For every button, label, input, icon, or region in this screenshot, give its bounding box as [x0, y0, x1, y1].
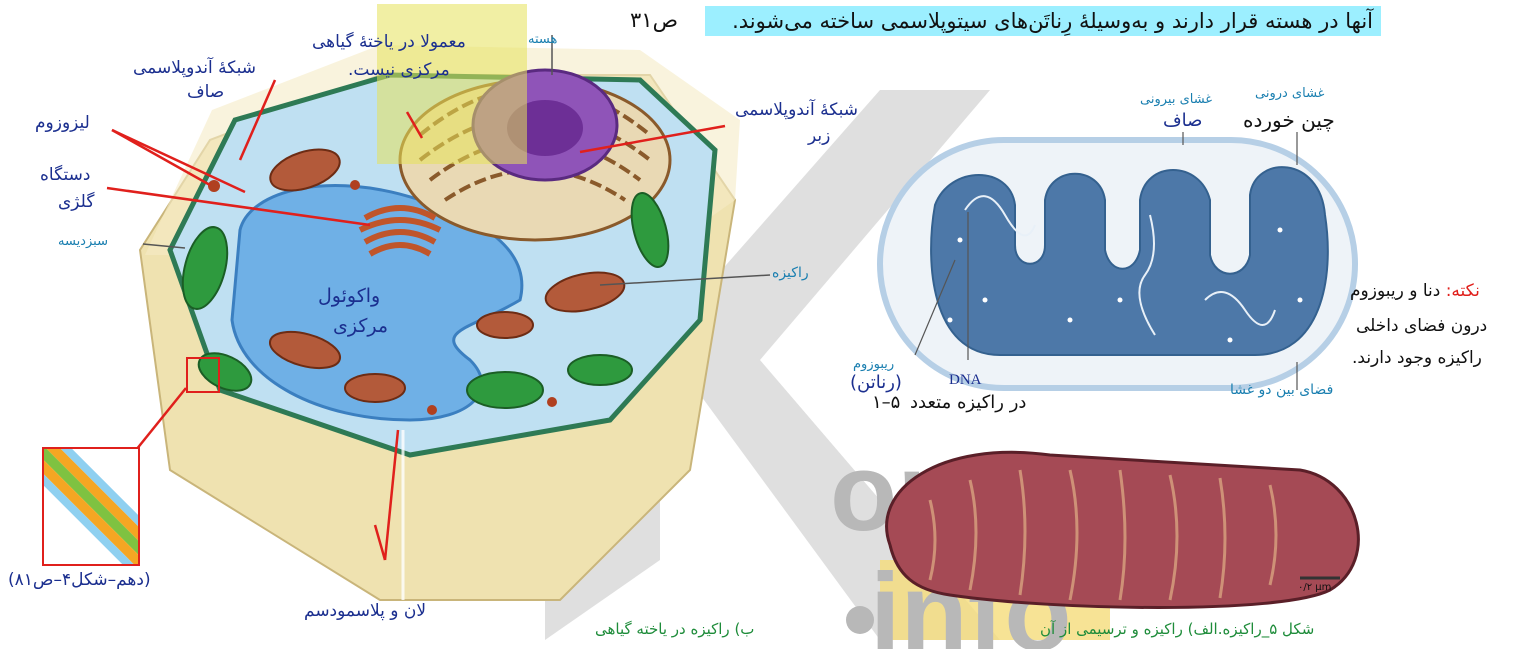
label-rough-er-2: زبر	[808, 126, 830, 146]
label-chloroplast: سبزدیسه	[58, 234, 108, 249]
caption-plant-cell: ب) راکیزه در یاخته گیاهی	[595, 620, 754, 638]
label-central-note: معمولا در یاختۀ گیاهی	[312, 32, 466, 52]
label-vacuole: واکوئول	[318, 285, 380, 307]
label-golgi-2: گلژی	[58, 192, 94, 212]
label-vacuole-2: مرکزی	[333, 315, 388, 337]
label-rough-er: شبکۀ آندوپلاسمی	[735, 100, 858, 120]
label-outer-membrane: غشای بیرونی	[1140, 92, 1212, 107]
top-caption-text: آنها در هسته قرار دارند و به‌وسیلۀ رِنات…	[732, 9, 1373, 33]
label-dna-figure-ref: ۵–۱	[872, 392, 900, 413]
label-mitochondrion: راکیزه	[772, 265, 809, 281]
label-golgi: دستگاه	[40, 165, 90, 185]
caption-mitochondrion-figure: شکل ۵_راکیزه.الف) راکیزه و ترسیمی از آن	[1040, 620, 1314, 638]
label-dna: DNA	[949, 372, 982, 389]
label-dna-note: در راکیزه متعدد	[910, 392, 1026, 413]
label-lysosome: لیزوزوم	[35, 113, 90, 133]
note-line-3: راکیزه وجود دارند.	[1352, 348, 1482, 368]
scale-bar-label: ۰/۲ µm	[1298, 582, 1331, 593]
label-ribosome-fa: (رناتن)	[850, 372, 902, 393]
label-smooth-er: شبکۀ آندوپلاسمی	[133, 58, 256, 78]
note-line-2: درون فضای داخلی	[1356, 316, 1487, 336]
note-text-1: دنا و ریبوزوم	[1350, 281, 1446, 301]
note-line-1: نکته: دنا و ریبوزوم	[1350, 281, 1480, 301]
label-intermembrane-space: فضای بین دو غشا	[1230, 382, 1333, 398]
page-reference-top: ص۳۱	[630, 8, 678, 32]
label-plasmodesma: لان و پلاسمودسم	[304, 601, 426, 621]
label-inner-membrane-type: چین خورده	[1243, 108, 1335, 132]
label-inset-reference: (دهم–شکل۴–ص۸۱)	[8, 570, 151, 590]
label-central-note-2: مرکزی نیست.	[348, 60, 450, 80]
top-caption-banner: آنها در هسته قرار دارند و به‌وسیلۀ رِنات…	[705, 6, 1381, 36]
label-nucleus: هسته	[528, 32, 557, 47]
label-ribosome: ریبوزوم	[853, 357, 894, 372]
label-outer-membrane-type: صاف	[1163, 110, 1202, 131]
label-smooth-er-2: صاف	[187, 82, 224, 102]
note-title: نکته:	[1446, 281, 1480, 301]
label-inner-membrane: غشای درونی	[1255, 86, 1324, 101]
